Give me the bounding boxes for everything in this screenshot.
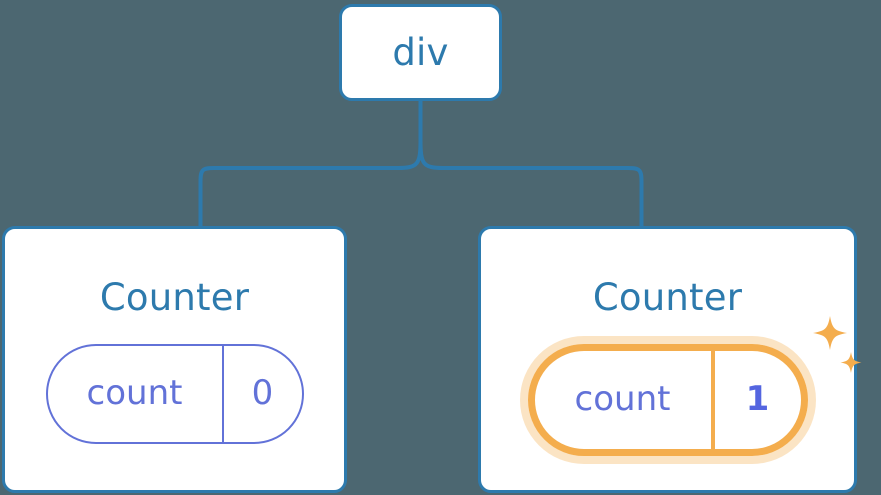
- state-key: count: [86, 372, 183, 413]
- component-card-counter-2[interactable]: Counter count 1: [478, 226, 861, 493]
- state-pill-wrapper: count 0: [45, 344, 304, 444]
- component-title: Counter: [99, 276, 250, 319]
- sparkle-icon: [812, 316, 847, 350]
- state-pill-wrapper: count 1: [527, 316, 861, 456]
- state-pill[interactable]: count 0: [45, 344, 304, 444]
- component-title: Counter: [592, 276, 743, 319]
- state-value: 1: [710, 351, 801, 449]
- state-key: count: [574, 378, 671, 419]
- state-value: 0: [221, 346, 302, 442]
- node-root-label: div: [392, 31, 449, 74]
- connector-branch-left: [198, 139, 423, 228]
- node-root[interactable]: div: [339, 4, 502, 101]
- state-pill-highlighted[interactable]: count 1: [527, 344, 808, 456]
- connector-branch-right: [418, 139, 644, 228]
- component-card-counter-1[interactable]: Counter count 0: [2, 226, 347, 493]
